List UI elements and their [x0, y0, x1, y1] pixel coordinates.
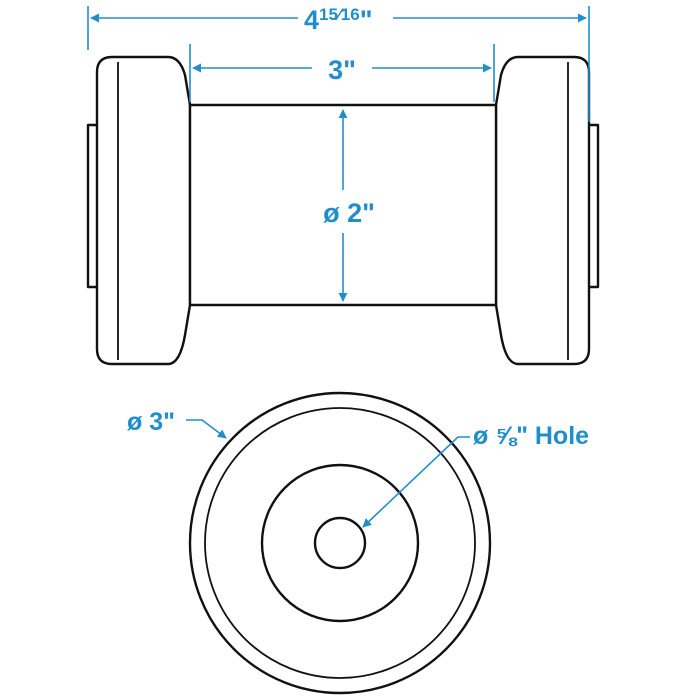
spool-diameter-label: ø 2"	[323, 198, 375, 228]
spool-diameter-label-bg	[312, 195, 390, 229]
overall-length-dimension: 415⁄16"	[87, 5, 590, 122]
overall-length-label: 415⁄16"	[304, 5, 373, 35]
outer-diameter-label: ø 3"	[127, 408, 175, 436]
spool-length-dimension: 3"	[189, 44, 495, 102]
hole-diameter-label: ø ⅝" Hole	[473, 422, 589, 450]
right-flange	[494, 55, 591, 366]
rim-inner-circle	[204, 407, 476, 679]
outer-diameter-leader	[186, 419, 227, 439]
spool-diameter-dimension: ø 2"	[312, 109, 390, 302]
outer-diameter-callout: ø 3"	[127, 408, 227, 439]
center-hole	[313, 516, 367, 570]
side-view: 415⁄16" 3" ø 2"	[86, 5, 600, 366]
end-view: ø 3" ø ⅝" Hole	[127, 391, 589, 695]
hole-diameter-callout: ø ⅝" Hole	[362, 422, 589, 528]
left-flange	[95, 55, 192, 366]
spool-length-label: 3"	[328, 55, 356, 85]
hole-diameter-leader	[362, 436, 470, 528]
